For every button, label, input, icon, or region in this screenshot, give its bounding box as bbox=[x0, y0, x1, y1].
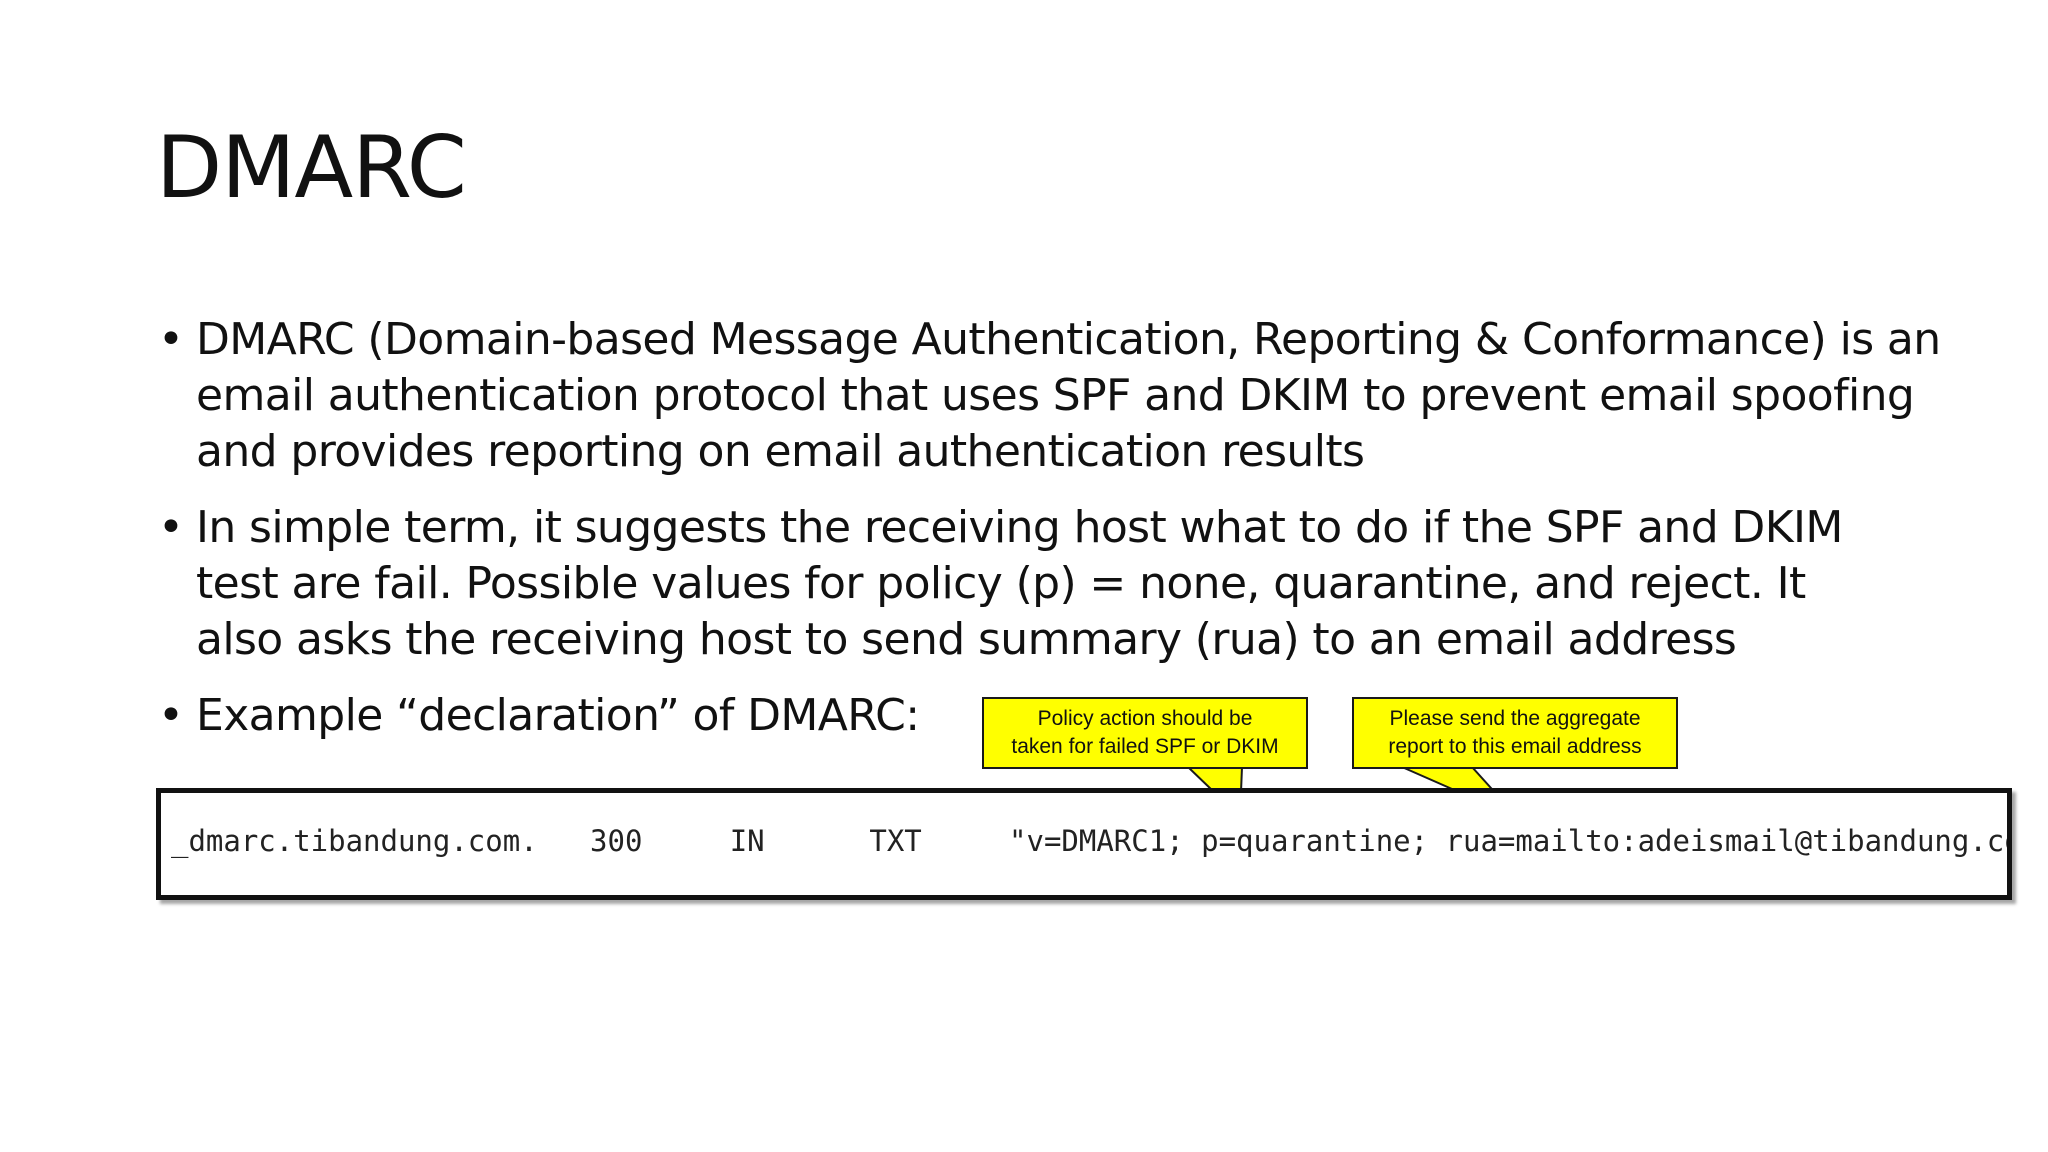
callout-policy-line-2: taken for failed SPF or DKIM bbox=[1011, 735, 1279, 758]
bullet-text: DMARC (Domain-based Message Authenticati… bbox=[196, 314, 1941, 477]
callout-policy-line-1: Policy action should be bbox=[1037, 707, 1253, 730]
bullet-text: In simple term, it suggests the receivin… bbox=[196, 502, 1843, 665]
callout-report-line-2: report to this email address bbox=[1388, 735, 1642, 758]
bullet-list: • DMARC (Domain-based Message Authentica… bbox=[156, 312, 1956, 744]
callout-policy: Policy action should be taken for failed… bbox=[982, 697, 1308, 769]
bullet-dot: • bbox=[158, 314, 184, 365]
dns-record-text: _dmarc.tibandung.com. 300 IN TXT "v=DMAR… bbox=[171, 824, 2012, 858]
slide-title: DMARC bbox=[156, 118, 467, 218]
callout-report: Please send the aggregate report to this… bbox=[1352, 697, 1678, 769]
callout-report-line-1: Please send the aggregate bbox=[1389, 707, 1641, 730]
bullet-item: • Example “declaration” of DMARC: bbox=[156, 688, 1956, 744]
bullet-dot: • bbox=[158, 502, 184, 553]
bullet-item: • DMARC (Domain-based Message Authentica… bbox=[156, 312, 1946, 480]
bullet-dot: • bbox=[158, 690, 184, 741]
bullet-item: • In simple term, it suggests the receiv… bbox=[156, 500, 1896, 668]
dns-record-box: _dmarc.tibandung.com. 300 IN TXT "v=DMAR… bbox=[156, 788, 2012, 900]
bullet-text: Example “declaration” of DMARC: bbox=[196, 690, 920, 741]
